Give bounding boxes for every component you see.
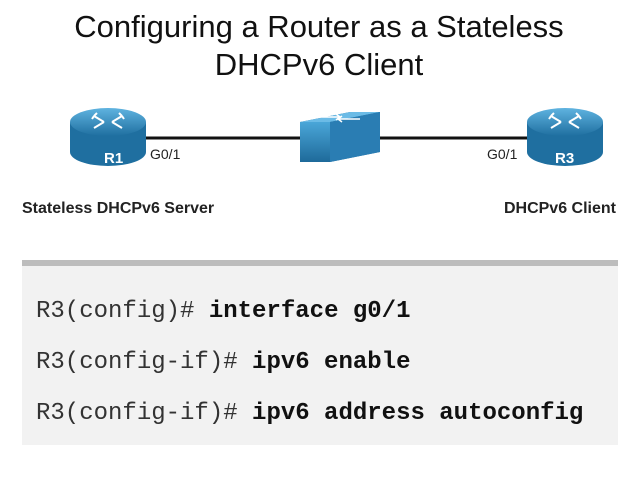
r1-port-label: G0/1	[150, 146, 181, 162]
router-r3-label: R3	[555, 150, 575, 167]
cli-prompt: R3(config-if)#	[36, 400, 238, 427]
r1-role-label: Stateless DHCPv6 Server	[22, 200, 215, 217]
cli-prompt: R3(config-if)#	[36, 349, 238, 376]
title-line-2: DHCPv6 Client	[214, 47, 424, 82]
router-r1-icon	[70, 108, 146, 166]
cli-line-2: R3(config-if)# ipv6 enable	[36, 349, 410, 376]
title-line-1: Configuring a Router as a Stateless	[74, 9, 564, 44]
cli-command: ipv6 address autoconfig	[252, 400, 584, 427]
network-topology: R1 G0/1 G0/1 R3 Stateless DHCPv6 Server …	[0, 100, 638, 225]
router-r3-icon	[527, 108, 603, 166]
slide-title: Configuring a Router as a Stateless DHCP…	[0, 8, 638, 84]
router-r1-label: R1	[104, 150, 124, 167]
cli-command: interface g0/1	[208, 298, 411, 325]
cli-line-1: R3(config)# interface g0/1	[36, 298, 410, 325]
r3-port-label: G0/1	[487, 146, 518, 162]
cli-output-panel: R3(config)# interface g0/1 R3(config-if)…	[22, 260, 618, 445]
cli-command: ipv6 enable	[252, 349, 411, 376]
cli-line-3: R3(config-if)# ipv6 address autoconfig	[36, 400, 583, 427]
topology-drawing	[70, 108, 603, 166]
cli-prompt: R3(config)#	[36, 298, 195, 325]
r3-role-label: DHCPv6 Client	[503, 200, 616, 217]
switch-icon	[300, 112, 380, 162]
